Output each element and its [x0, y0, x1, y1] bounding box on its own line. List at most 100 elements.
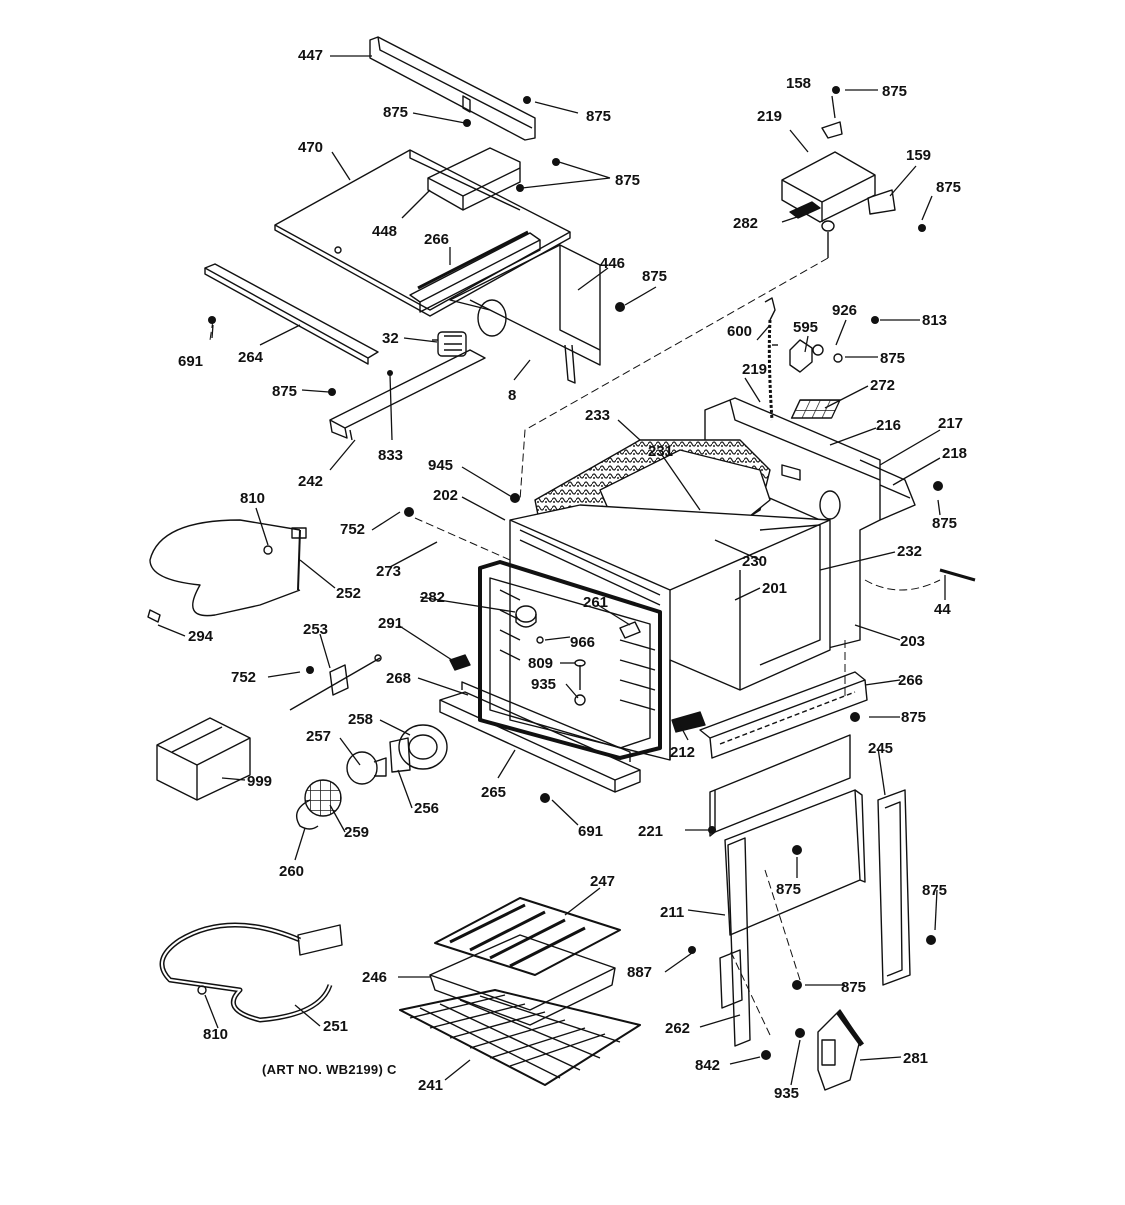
label-241: 241 — [418, 1077, 443, 1094]
part-252-element — [147, 519, 307, 623]
label-262: 262 — [665, 1020, 690, 1037]
part-282-light-housing — [515, 605, 537, 628]
label-266: 266 — [898, 672, 923, 689]
label-252: 252 — [336, 585, 361, 602]
label-231: 231 — [648, 443, 673, 460]
label-246: 246 — [362, 969, 387, 986]
label-216: 216 — [876, 417, 901, 434]
part-600-sensor — [764, 297, 778, 421]
label-212: 212 — [670, 744, 695, 761]
label-875: 875 — [841, 979, 866, 996]
label-875: 875 — [901, 709, 926, 726]
label-945: 945 — [428, 457, 453, 474]
label-260: 260 — [279, 863, 304, 880]
label-247: 247 — [590, 873, 615, 890]
label-219: 219 — [757, 108, 782, 125]
part-32-motor — [432, 331, 467, 357]
label-273: 273 — [376, 563, 401, 580]
label-691: 691 — [178, 353, 203, 370]
label-999: 999 — [247, 773, 272, 790]
label-966: 966 — [570, 634, 595, 651]
part-448-bracket — [427, 147, 521, 211]
label-752: 752 — [231, 669, 256, 686]
part-281-hinge — [817, 1009, 865, 1091]
label-217: 217 — [938, 415, 963, 432]
label-291: 291 — [378, 615, 403, 632]
label-600: 600 — [727, 323, 752, 340]
label-875: 875 — [880, 350, 905, 367]
label-875: 875 — [272, 383, 297, 400]
label-266: 266 — [424, 231, 449, 248]
part-245-rail — [877, 789, 911, 986]
part-246-broiler-pan — [429, 934, 616, 1026]
part-253-probe — [289, 654, 382, 711]
label-264: 264 — [238, 349, 264, 366]
part-266-channel-lower — [699, 671, 868, 759]
label-159: 159 — [906, 147, 931, 164]
label-8: 8 — [508, 387, 516, 404]
label-203: 203 — [900, 633, 925, 650]
label-201: 201 — [762, 580, 787, 597]
label-257: 257 — [306, 728, 331, 745]
label-448: 448 — [372, 223, 397, 240]
label-251: 251 — [323, 1018, 348, 1035]
part-219-bracket — [781, 121, 896, 258]
label-218: 218 — [942, 445, 967, 462]
label-258: 258 — [348, 711, 373, 728]
label-875: 875 — [936, 179, 961, 196]
label-211: 211 — [660, 904, 684, 921]
label-810: 810 — [203, 1026, 228, 1043]
label-261: 261 — [583, 594, 608, 611]
label-242: 242 — [298, 473, 323, 490]
label-158: 158 — [786, 75, 811, 92]
label-875: 875 — [776, 881, 801, 898]
label-691: 691 — [578, 823, 603, 840]
label-595: 595 — [793, 319, 818, 336]
label-32: 32 — [382, 330, 399, 347]
part-999-box — [156, 717, 251, 801]
label-926: 926 — [832, 302, 857, 319]
label-253: 253 — [303, 621, 328, 638]
label-809: 809 — [528, 655, 553, 672]
label-447: 447 — [298, 47, 323, 64]
part-242-rail — [329, 349, 486, 441]
part-446-shield — [449, 244, 601, 384]
part-212-strip — [671, 711, 706, 733]
leader-lines — [157, 55, 946, 1086]
label-470: 470 — [298, 139, 323, 156]
label-44: 44 — [934, 601, 951, 618]
label-810: 810 — [240, 490, 265, 507]
label-268: 268 — [386, 670, 411, 687]
part-44-wire — [939, 568, 976, 582]
label-232: 232 — [897, 543, 922, 560]
label-875: 875 — [383, 104, 408, 121]
part-264-rail — [204, 263, 379, 365]
callout-labels: 447 875 875 470 875 448 266 446 875 691 … — [178, 47, 967, 1102]
part-470-top-panel — [274, 149, 571, 317]
part-211-panel — [724, 789, 866, 936]
part-251-element — [159, 922, 343, 1023]
label-281: 281 — [903, 1050, 928, 1067]
label-935: 935 — [531, 676, 556, 693]
label-245: 245 — [868, 740, 893, 757]
art-number-caption: (ART NO. WB2199) C — [262, 1062, 397, 1077]
label-875: 875 — [922, 882, 947, 899]
part-241-rack — [399, 989, 641, 1086]
label-752: 752 — [340, 521, 365, 538]
label-842: 842 — [695, 1057, 720, 1074]
label-256: 256 — [414, 800, 439, 817]
fasteners — [208, 86, 943, 1060]
part-oven-front-frame — [478, 560, 662, 760]
label-875: 875 — [615, 172, 640, 189]
label-875: 875 — [586, 108, 611, 125]
label-887: 887 — [627, 964, 652, 981]
part-247-broiler-grid — [434, 897, 621, 976]
part-201-oven-cavity — [509, 504, 831, 761]
label-259: 259 — [344, 824, 369, 841]
part-272-pad — [790, 399, 841, 419]
part-light-assembly — [296, 724, 448, 830]
part-221-panel — [709, 734, 851, 837]
part-595-bracket — [789, 339, 843, 373]
label-813: 813 — [922, 312, 947, 329]
